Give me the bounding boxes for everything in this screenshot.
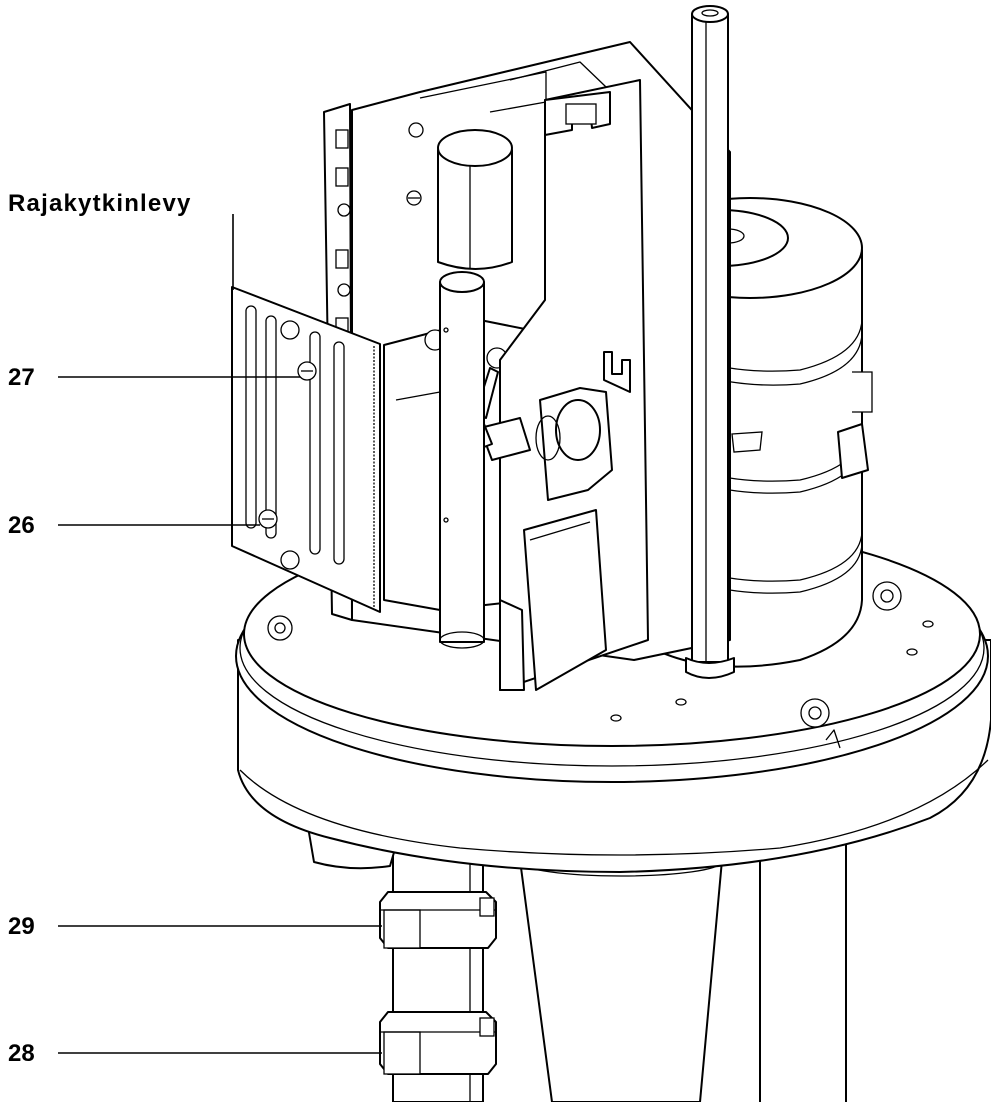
- limit-switch-plate: [231, 286, 381, 613]
- callout-26: 26: [8, 512, 35, 539]
- tall-rod: [685, 5, 735, 679]
- callout-27: 27: [8, 364, 35, 391]
- spring-clip: [499, 509, 607, 691]
- centre-rod: [439, 271, 485, 649]
- callout-28: 28: [8, 1040, 35, 1067]
- label-rajakytkinlevy: Rajakytkinlevy: [8, 190, 192, 217]
- capacitor: [437, 129, 513, 270]
- pipe-clip-29: [379, 891, 497, 949]
- callout-29: 29: [8, 913, 35, 940]
- leader-lines: [58, 214, 382, 1054]
- pipe-clip-28: [379, 1011, 497, 1075]
